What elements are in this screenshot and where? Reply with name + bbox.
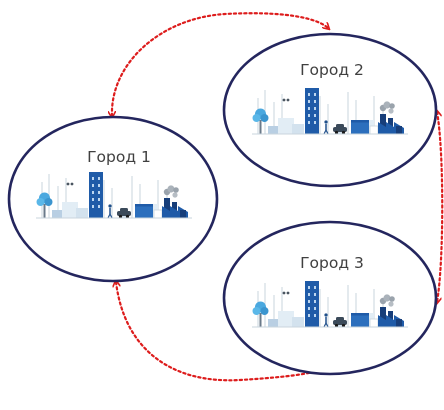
city-3-ellipse xyxy=(222,220,438,376)
city-2-label: Город 2 xyxy=(300,61,364,79)
arrow-city2-city3 xyxy=(437,112,444,302)
arrow-city1-city2 xyxy=(112,12,328,116)
city-node-2: Город 2 xyxy=(222,32,438,188)
city-node-3: Город 3 xyxy=(222,220,438,376)
city-2-ellipse xyxy=(222,32,438,188)
city-3-label: Город 3 xyxy=(300,254,364,272)
city-1-label: Город 1 xyxy=(87,148,151,166)
city-1-ellipse xyxy=(7,115,219,283)
city-node-1: Город 1 xyxy=(7,115,219,283)
